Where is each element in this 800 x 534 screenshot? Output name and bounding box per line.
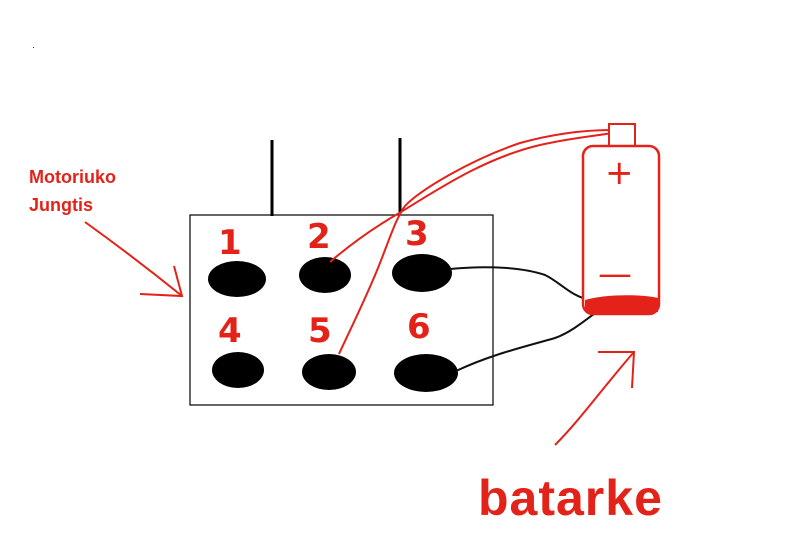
battery-negative-terminal [585, 295, 658, 315]
battery-cap [609, 124, 635, 146]
wire-pin2-to-battery [330, 133, 612, 262]
pin-2-number: 2 [307, 217, 331, 257]
connector-label-line1: Motoriuko [29, 163, 116, 191]
battery-plus-sign: + [605, 153, 634, 193]
connector-label: Motoriuko Jungtis [29, 163, 116, 219]
pin-3-number: 3 [405, 214, 429, 254]
wire-pin5-to-battery [339, 130, 612, 354]
pin-4 [212, 352, 264, 388]
pin-1 [208, 261, 266, 297]
pin-2 [299, 257, 351, 293]
battery-arrow [555, 352, 634, 445]
pin-4-number: 4 [218, 311, 242, 351]
connector-arrow [85, 222, 182, 296]
wire-pin6-to-battery [456, 311, 598, 371]
battery-label: batarke [478, 468, 663, 528]
pin-5-number: 5 [308, 311, 332, 351]
wire-pin3-to-battery [450, 267, 590, 300]
pin-6-number: 6 [407, 307, 431, 347]
pin-5 [302, 354, 356, 390]
pin-6 [394, 354, 458, 392]
battery-minus-sign: — [598, 254, 632, 294]
pin-3 [392, 254, 452, 292]
connector-label-line2: Jungtis [29, 191, 116, 219]
pin-1-number: 1 [218, 223, 242, 263]
